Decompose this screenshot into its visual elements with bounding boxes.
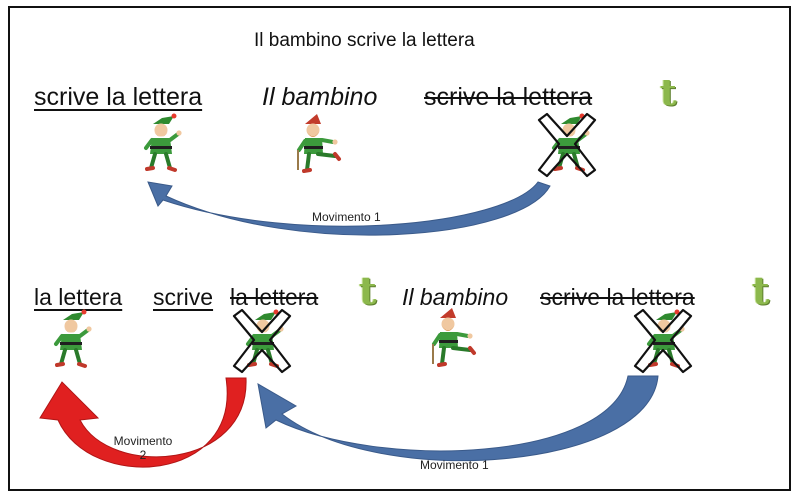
movement1-bottom-label: Movimento 1 <box>420 458 489 472</box>
movement2-arrow <box>39 377 247 468</box>
row2-subject: Il bambino <box>402 284 509 310</box>
elf-figure-icon <box>54 307 94 368</box>
elf-figure-icon <box>431 306 476 367</box>
trace-t-icon: t <box>660 72 677 114</box>
row2-vp-trace: scrive la lettera <box>540 284 695 310</box>
movement2-label-line2: 2 <box>139 448 147 462</box>
row1-moved-phrase: scrive la lettera <box>34 83 203 111</box>
movement2-label-line1: Movimento <box>113 434 173 448</box>
movement2-label: Movimento 2 <box>108 434 178 462</box>
row2-verb: scrive <box>153 284 214 310</box>
diagram-title: Il bambino scrive la lettera <box>254 30 475 51</box>
movement1-top-label: Movimento 1 <box>312 210 381 224</box>
row1-trace-phrase: scrive la lettera <box>424 83 593 111</box>
diagram-frame <box>8 6 791 491</box>
row2-moved-object: la lettera <box>34 284 123 310</box>
movement1-arrow <box>147 181 551 236</box>
row2-object-trace: la lettera <box>230 284 319 310</box>
elf-figure-icon <box>144 111 184 172</box>
elf-figure-icon <box>296 112 341 173</box>
row1-subject: Il bambino <box>262 83 378 111</box>
trace-t-icon: t <box>752 268 770 313</box>
trace-t-icon: t <box>359 268 377 313</box>
movement1-bottom-arrow <box>257 375 659 461</box>
